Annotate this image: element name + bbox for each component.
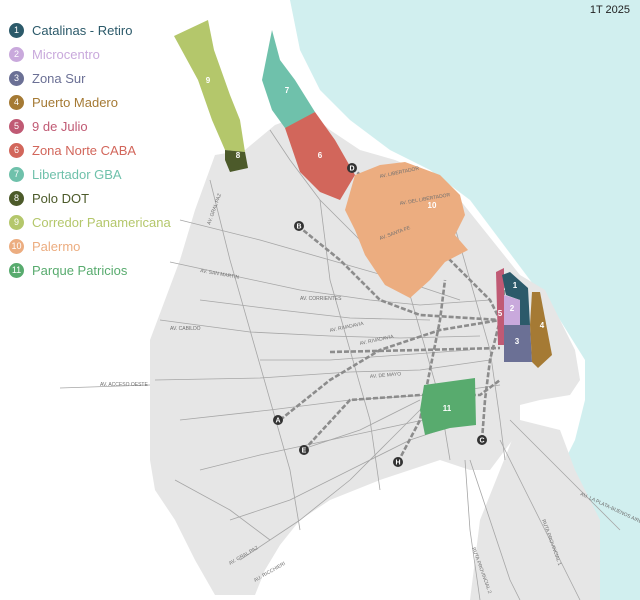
legend-marker-4: 4 — [9, 94, 24, 110]
legend-marker-9: 9 — [9, 214, 24, 230]
street-label: AV. CORRIENTES — [300, 296, 342, 302]
legend-item-zona-sur[interactable]: 3 Zona Sur — [9, 66, 229, 90]
legend-marker-11: 11 — [9, 262, 24, 278]
legend-label-polo-dot: Polo DOT — [32, 190, 90, 206]
legend-marker-10: 10 — [9, 238, 24, 254]
zone-1-catalinas-retiro[interactable] — [502, 272, 530, 325]
legend-item-polo-dot[interactable]: 8 Polo DOT — [9, 186, 229, 210]
zone-number-9: 9 — [206, 76, 211, 85]
zone-number-1: 1 — [513, 281, 518, 290]
legend-label-libertador-gba: Libertador GBA — [32, 166, 122, 182]
subway-line-a-marker[interactable]: A — [273, 415, 283, 425]
zone-number-10: 10 — [428, 201, 437, 210]
city-land — [150, 112, 580, 595]
svg-text:C: C — [479, 438, 484, 445]
river-water — [290, 0, 640, 600]
legend-label-microcentro: Microcentro — [32, 46, 100, 62]
zone-3-zona-sur[interactable] — [504, 325, 532, 362]
legend-marker-2: 2 — [9, 46, 24, 62]
zone-number-4: 4 — [540, 321, 545, 330]
zone-number-7: 7 — [285, 86, 290, 95]
street-label: AV. CABILDO — [170, 326, 201, 332]
zone-number-2: 2 — [510, 304, 515, 313]
legend-item-zona-norte-caba[interactable]: 6 Zona Norte CABA — [9, 138, 229, 162]
zone-number-3: 3 — [515, 337, 520, 346]
legend-label-zona-norte-caba: Zona Norte CABA — [32, 142, 137, 158]
legend-marker-3: 3 — [9, 70, 24, 86]
legend-label-zona-sur: Zona Sur — [32, 70, 86, 86]
legend-item-libertador-gba[interactable]: 7 Libertador GBA — [9, 162, 229, 186]
legend-item-parque-patricios[interactable]: 11 Parque Patricios — [9, 258, 229, 282]
zone-2-microcentro[interactable] — [504, 295, 520, 325]
svg-text:B: B — [296, 224, 301, 231]
svg-text:A: A — [275, 418, 280, 425]
svg-text:E: E — [302, 448, 307, 455]
street-label: AV. DE MAYO — [370, 371, 402, 380]
zone-8-polo-dot[interactable] — [225, 150, 248, 172]
zone-9-corredor-panamericana[interactable] — [174, 20, 245, 152]
legend-item-microcentro[interactable]: 2 Microcentro — [9, 42, 229, 66]
legend: 1 Catalinas - Retiro 2 Microcentro 3 Zon… — [9, 18, 229, 282]
zone-number-5: 5 — [498, 309, 503, 318]
legend-label-parque-patricios: Parque Patricios — [32, 262, 128, 278]
legend-marker-1: 1 — [9, 22, 24, 38]
legend-item-palermo[interactable]: 10 Palermo — [9, 234, 229, 258]
zone-5-9-de-julio[interactable] — [496, 268, 504, 345]
svg-text:H: H — [395, 460, 400, 467]
legend-label-catalinas-retiro: Catalinas - Retiro — [32, 22, 133, 38]
zone-7-libertador-gba[interactable] — [262, 30, 315, 128]
subway-line-b-marker[interactable]: B — [294, 221, 304, 231]
legend-marker-5: 5 — [9, 118, 24, 134]
legend-marker-8: 8 — [9, 190, 24, 206]
subway-line-c-marker[interactable]: C — [477, 435, 487, 445]
legend-label-puerto-madero: Puerto Madero — [32, 94, 118, 110]
legend-item-catalinas-retiro[interactable]: 1 Catalinas - Retiro — [9, 18, 229, 42]
legend-marker-6: 6 — [9, 142, 24, 158]
subway-line-e-marker[interactable]: E — [299, 445, 309, 455]
street-label: AV. ACCESO OESTE — [100, 382, 148, 388]
legend-label-9-de-julio: 9 de Julio — [32, 118, 88, 134]
zone-6-zona-norte-caba[interactable] — [285, 112, 355, 200]
zone-11-parque-patricios[interactable] — [420, 378, 476, 435]
svg-text:D: D — [349, 166, 354, 173]
legend-label-palermo: Palermo — [32, 238, 81, 254]
zone-4-puerto-madero[interactable] — [530, 292, 552, 368]
legend-item-corredor-panamericana[interactable]: 9 Corredor Panamericana — [9, 210, 229, 234]
subway-line-d-marker[interactable]: D — [347, 163, 357, 173]
period-label: 1T 2025 — [589, 4, 630, 16]
legend-marker-7: 7 — [9, 166, 24, 182]
subway-line-h-marker[interactable]: H — [393, 457, 403, 467]
zone-10-palermo[interactable] — [345, 162, 468, 298]
zone-number-8: 8 — [236, 151, 241, 160]
legend-item-9-de-julio[interactable]: 5 9 de Julio — [9, 114, 229, 138]
legend-label-corredor-panamericana: Corredor Panamericana — [32, 214, 171, 230]
zone-number-6: 6 — [318, 151, 323, 160]
legend-item-puerto-madero[interactable]: 4 Puerto Madero — [9, 90, 229, 114]
zone-number-11: 11 — [443, 404, 452, 413]
